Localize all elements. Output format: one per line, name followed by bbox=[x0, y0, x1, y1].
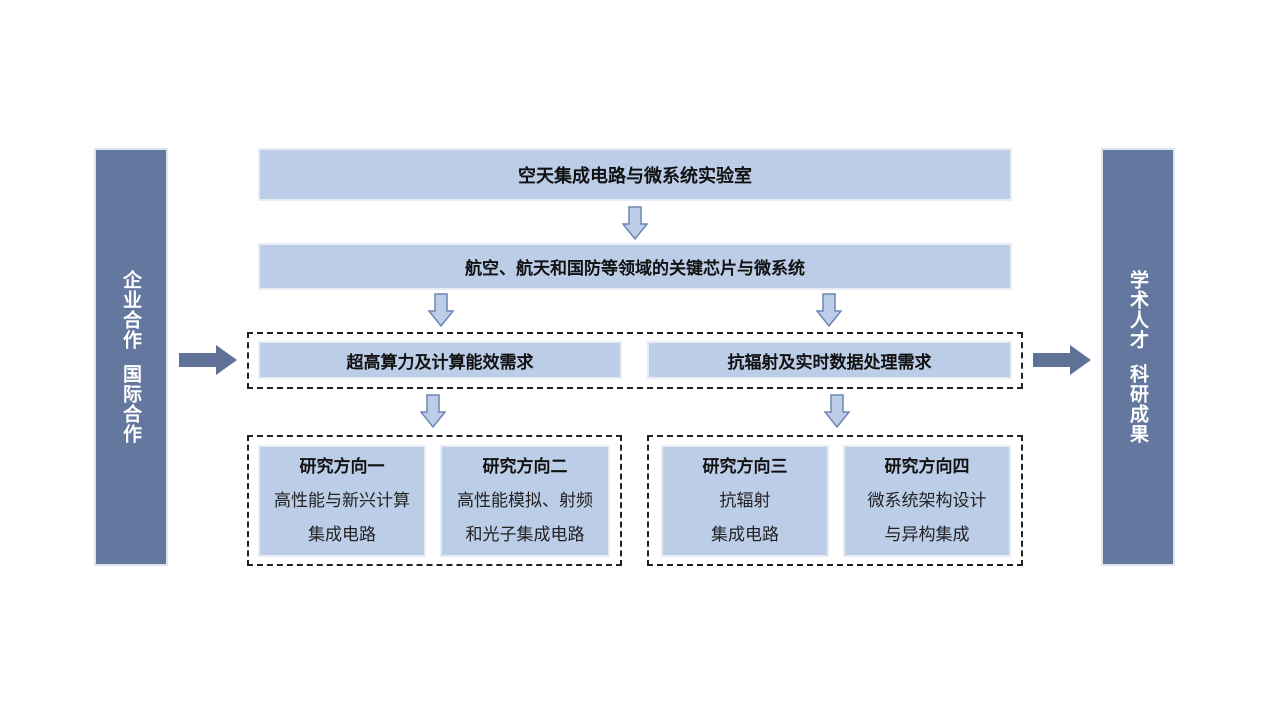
scope-box: 航空、航天和国防等领域的关键芯片与微系统 bbox=[258, 243, 1012, 290]
demand-text-1: 超高算力及计算能效需求 bbox=[346, 352, 534, 373]
right-panel-line1: 学术人才 bbox=[1127, 270, 1149, 350]
demand-box-2: 抗辐射及实时数据处理需求 bbox=[647, 341, 1012, 379]
direction-line2-3: 集成电路 bbox=[711, 525, 779, 545]
direction-box-3: 研究方向三 抗辐射 集成电路 bbox=[661, 445, 829, 557]
scope-text: 航空、航天和国防等领域的关键芯片与微系统 bbox=[465, 259, 805, 279]
direction-line2-4: 与异构集成 bbox=[884, 525, 970, 545]
down-arrow-icon bbox=[622, 206, 648, 240]
direction-line2-2: 和光子集成电路 bbox=[465, 525, 585, 545]
right-panel: 学术人才 科研成果 bbox=[1101, 148, 1175, 566]
demand-text-2: 抗辐射及实时数据处理需求 bbox=[727, 352, 932, 373]
direction-title-4: 研究方向四 bbox=[884, 457, 970, 477]
lab-title: 空天集成电路与微系统实验室 bbox=[518, 165, 752, 187]
lab-title-box: 空天集成电路与微系统实验室 bbox=[258, 148, 1012, 201]
direction-line1-1: 高性能与新兴计算 bbox=[274, 491, 410, 511]
left-panel-line1: 企业合作 bbox=[120, 270, 142, 350]
right-arrow-icon bbox=[179, 345, 237, 375]
directions-frame-right bbox=[647, 435, 1023, 566]
demands-frame bbox=[247, 332, 1023, 389]
direction-line2-1: 集成电路 bbox=[308, 525, 376, 545]
direction-box-1: 研究方向一 高性能与新兴计算 集成电路 bbox=[258, 445, 426, 557]
direction-box-2: 研究方向二 高性能模拟、射频 和光子集成电路 bbox=[440, 445, 610, 557]
right-arrow-icon bbox=[1033, 345, 1091, 375]
direction-line1-4: 微系统架构设计 bbox=[867, 491, 987, 511]
down-arrow-icon bbox=[428, 293, 454, 327]
down-arrow-icon bbox=[816, 293, 842, 327]
right-panel-line2: 科研成果 bbox=[1127, 364, 1149, 444]
direction-title-2: 研究方向二 bbox=[482, 457, 568, 477]
down-arrow-icon bbox=[420, 394, 446, 428]
left-panel: 企业合作 国际合作 bbox=[94, 148, 168, 566]
directions-frame-left bbox=[247, 435, 622, 566]
direction-line1-2: 高性能模拟、射频 bbox=[457, 491, 593, 511]
left-panel-line2: 国际合作 bbox=[120, 364, 142, 444]
direction-line1-3: 抗辐射 bbox=[719, 491, 771, 511]
demand-box-1: 超高算力及计算能效需求 bbox=[258, 341, 622, 379]
direction-title-1: 研究方向一 bbox=[299, 457, 385, 477]
direction-title-3: 研究方向三 bbox=[702, 457, 788, 477]
direction-box-4: 研究方向四 微系统架构设计 与异构集成 bbox=[843, 445, 1011, 557]
down-arrow-icon bbox=[824, 394, 850, 428]
